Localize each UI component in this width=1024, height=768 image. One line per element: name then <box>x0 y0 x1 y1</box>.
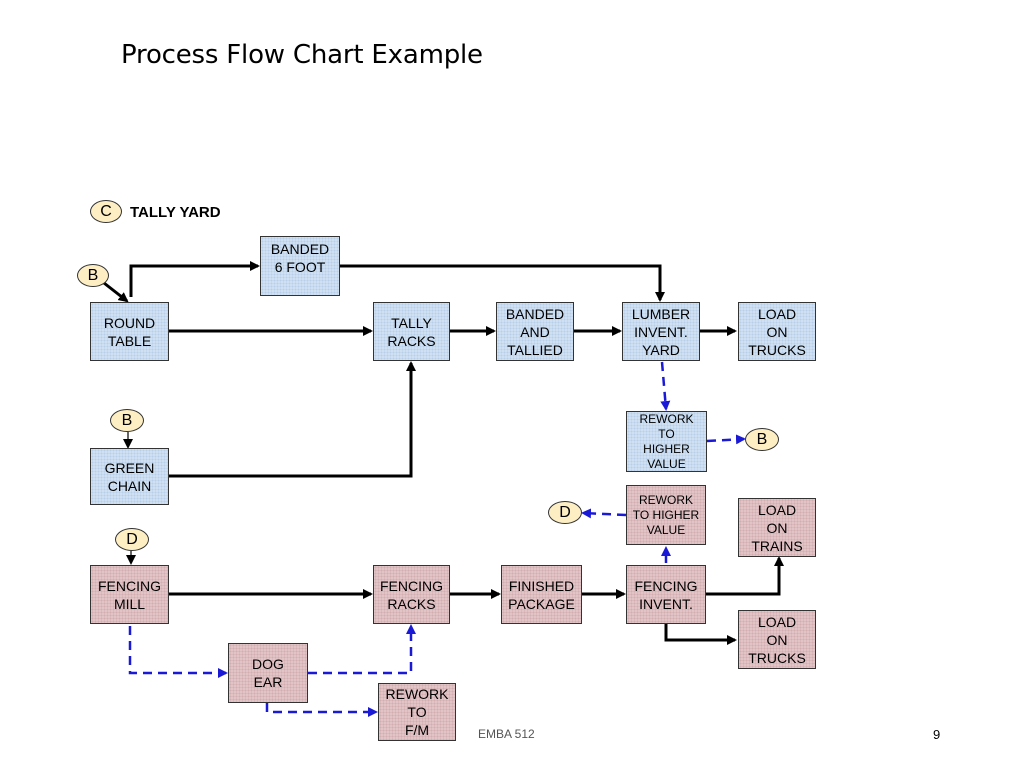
box-load-on-trucks-top: LOAD ON TRUCKS <box>738 302 816 361</box>
connector-b-green-chain: B <box>110 409 144 432</box>
box-fencing-invent: FENCING INVENT. <box>626 565 706 624</box>
box-banded-tallied: BANDED AND TALLIED <box>496 302 574 361</box>
box-finished-package: FINISHED PACKAGE <box>501 565 582 624</box>
box-banded-6-foot: BANDED 6 FOOT <box>260 236 340 296</box>
box-rework-higher-value-blue: REWORK TO HIGHER VALUE <box>626 411 707 472</box>
arrow-dog-ear-to-rework-fm <box>265 703 378 717</box>
slide-title: Process Flow Chart Example <box>121 40 483 70</box>
arrow-green-chain-to-tally-racks <box>169 361 416 478</box>
box-fencing-racks: FENCING RACKS <box>373 565 450 624</box>
arrow-round-table-to-banded-6-foot <box>129 261 260 297</box>
connector-b-rework: B <box>745 428 779 451</box>
box-round-table: ROUND TABLE <box>90 302 169 361</box>
arrow-fencing-invent-to-trains <box>706 556 784 596</box>
box-load-on-trains: LOAD ON TRAINS <box>738 498 816 557</box>
box-fencing-mill: FENCING MILL <box>90 565 169 624</box>
box-dog-ear: DOG EAR <box>228 643 308 703</box>
connector-d-rework: D <box>548 501 582 524</box>
footer-text: EMBA 512 <box>478 727 535 741</box>
arrow-rework-blue-to-b <box>706 434 746 445</box>
arrow-dog-ear-to-fencing-racks <box>308 624 416 675</box>
arrow-banded-6-foot-to-lumber <box>339 264 665 302</box>
box-lumber-invent-yard: LUMBER INVENT. YARD <box>622 302 700 361</box>
box-tally-racks: TALLY RACKS <box>373 302 450 361</box>
page-number: 9 <box>933 727 941 742</box>
box-load-on-trucks-bottom: LOAD ON TRUCKS <box>738 610 816 669</box>
arrow-b-to-round-table <box>103 281 129 303</box>
arrow-fencing-mill-to-dog-ear <box>128 626 228 678</box>
connector-c: C <box>90 200 122 223</box>
arrow-lumber-to-rework-blue <box>660 361 671 411</box>
box-green-chain: GREEN CHAIN <box>90 448 169 505</box>
arrow-rework-pink-to-d <box>581 508 627 519</box>
connector-d-fencing-mill: D <box>115 528 149 551</box>
box-rework-to-fm: REWORK TO F/M <box>378 683 456 741</box>
tally-yard-label: TALLY YARD <box>130 204 221 221</box>
arrow-fencing-invent-to-trucks <box>664 624 737 645</box>
box-rework-higher-value-pink: REWORK TO HIGHER VALUE <box>626 485 706 545</box>
connector-b-top: B <box>77 264 109 287</box>
